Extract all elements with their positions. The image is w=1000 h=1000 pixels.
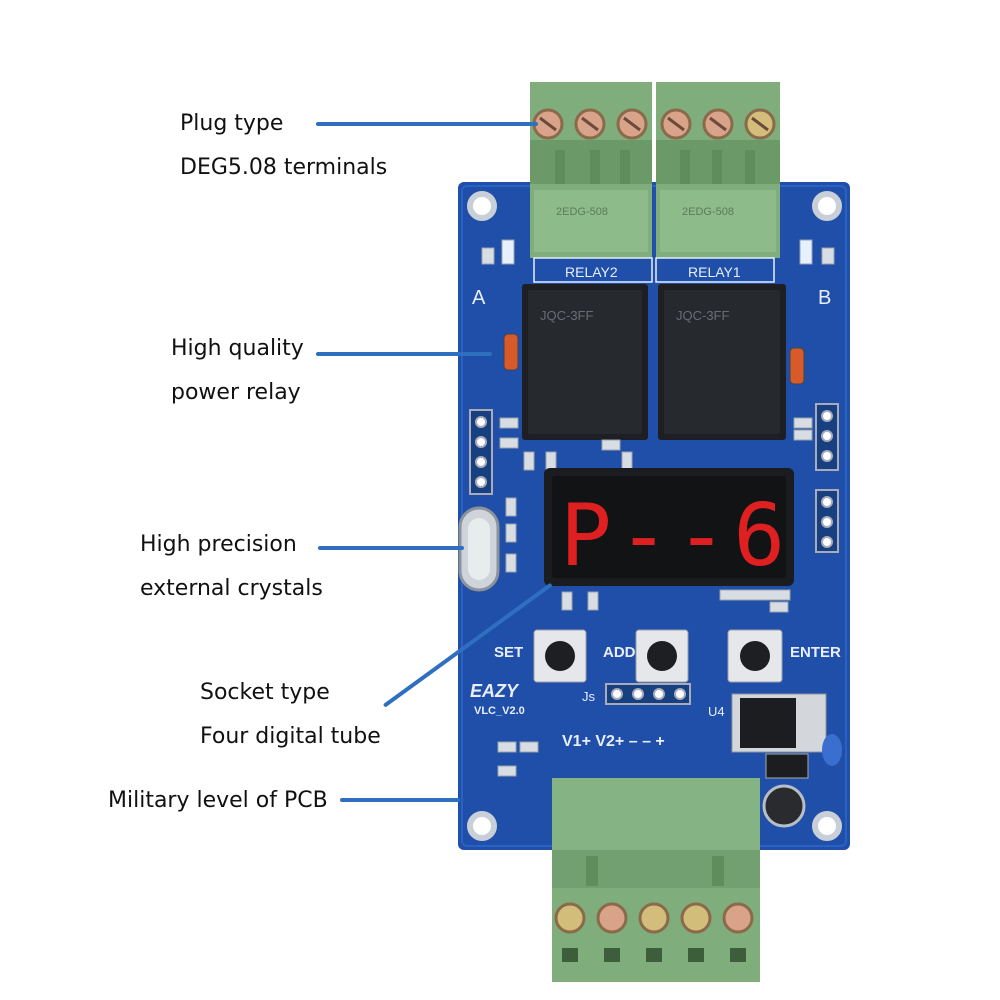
u4-label: U4 bbox=[708, 704, 725, 719]
callout-line-relay bbox=[316, 352, 492, 356]
digital-tube-display bbox=[544, 468, 794, 586]
relay1-marking: JQC-3FF bbox=[676, 308, 730, 323]
terminal-marking-left: 2EDG-508 bbox=[556, 206, 608, 218]
set-label: SET bbox=[494, 644, 523, 661]
callout-tube-line1: Socket type bbox=[200, 680, 330, 705]
capacitor-blue bbox=[822, 734, 842, 766]
add-label: ADD bbox=[603, 644, 636, 661]
button-add[interactable] bbox=[635, 629, 689, 683]
side-b-label: B bbox=[818, 287, 831, 309]
top-terminal-block-right bbox=[656, 82, 780, 258]
callout-pcb: Military level of PCB bbox=[108, 788, 328, 813]
bottom-terminal-block bbox=[552, 778, 760, 982]
callout-relay-line2: power relay bbox=[171, 380, 301, 405]
brand-logo: EAZY bbox=[470, 681, 520, 701]
terminal-marking-right: 2EDG-508 bbox=[682, 206, 734, 218]
smd-components bbox=[481, 239, 835, 777]
crystal-y2 bbox=[458, 506, 500, 592]
button-set[interactable] bbox=[533, 629, 587, 683]
callout-line-plug bbox=[316, 122, 538, 126]
relay2-marking: JQC-3FF bbox=[540, 308, 594, 323]
callout-crystal-line2: external crystals bbox=[140, 576, 323, 601]
callout-tube-line2: Four digital tube bbox=[200, 724, 381, 749]
enter-label: ENTER bbox=[790, 644, 841, 661]
header-j5 bbox=[815, 489, 839, 553]
side-a-label: A bbox=[472, 287, 486, 309]
model-label: VLC_V2.0 bbox=[474, 705, 525, 717]
display-digits: P--6 bbox=[560, 486, 791, 586]
callout-plug-line2: DEG5.08 terminals bbox=[180, 155, 388, 180]
top-terminal-block-left bbox=[530, 82, 652, 258]
diode-d3 bbox=[789, 347, 805, 385]
header-j4 bbox=[815, 403, 839, 471]
electrolytic-capacitor bbox=[762, 784, 806, 828]
potentiometer bbox=[765, 753, 809, 779]
callout-line-crystal bbox=[318, 546, 464, 550]
callout-crystal-line1: High precision bbox=[140, 532, 297, 557]
mounting-holes bbox=[467, 191, 842, 841]
regulator-u4 bbox=[731, 693, 827, 753]
header-j3 bbox=[469, 409, 493, 495]
button-enter[interactable] bbox=[727, 629, 783, 683]
relay1-label: RELAY1 bbox=[688, 264, 741, 280]
callout-plug-line1: Plug type bbox=[180, 111, 284, 136]
diode-d7 bbox=[503, 333, 519, 371]
input-labels: V1+ V2+ – – + bbox=[562, 733, 665, 750]
relay2-label: RELAY2 bbox=[565, 264, 618, 280]
relay-1 bbox=[658, 284, 786, 440]
callout-relay-line1: High quality bbox=[171, 336, 304, 361]
header-js bbox=[605, 683, 691, 705]
relay-2 bbox=[522, 284, 648, 440]
js-label: Js bbox=[582, 689, 596, 704]
callout-line-pcb bbox=[340, 798, 460, 802]
